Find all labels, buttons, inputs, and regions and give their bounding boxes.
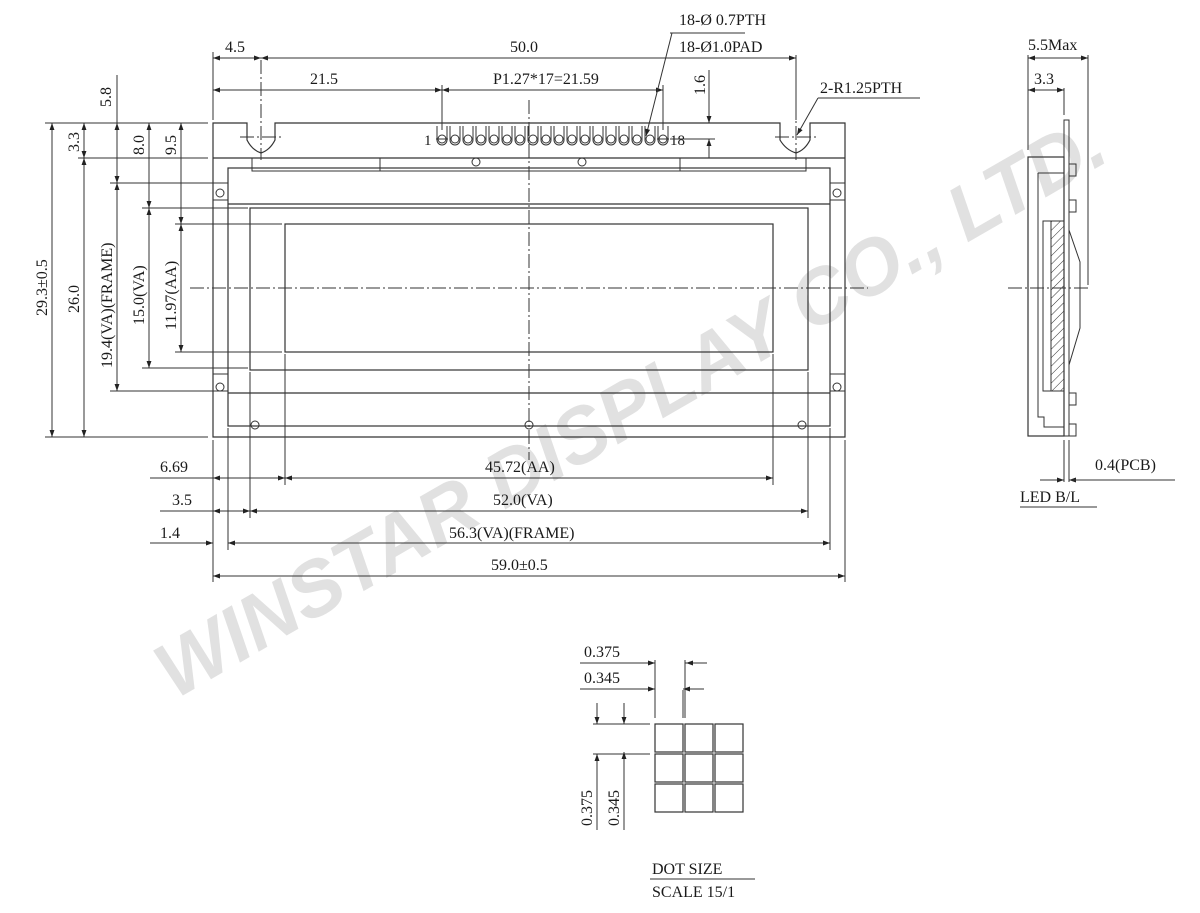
dot-size-detail: 0.375 0.345 0.375 0.345 DOT SIZE: [579, 644, 755, 901]
label-led-backlight: LED B/L: [1020, 489, 1080, 506]
dot-size-scale: SCALE 15/1: [652, 884, 735, 901]
dim-dot-size-y: 0.345: [606, 790, 623, 826]
dim-bottom-frame-offset: 1.4: [160, 525, 180, 542]
dim-hole-pitch-total: 50.0: [510, 39, 538, 56]
dim-total-height: 29.3±0.5: [34, 259, 51, 316]
dim-pcb-body: 26.0: [66, 285, 83, 313]
pin-1-label: 1: [424, 133, 432, 149]
dim-aa-height: 11.97(AA): [163, 261, 180, 330]
dim-body-thickness: 3.3: [1034, 71, 1054, 88]
dim-total-width: 59.0±0.5: [491, 557, 548, 574]
dim-bottom-va-offset: 3.5: [172, 492, 192, 509]
dim-hole-offset: 4.5: [225, 39, 245, 56]
dim-aa-offset: 9.5: [163, 135, 180, 155]
dot-size-title: DOT SIZE: [652, 861, 722, 878]
callout-mount: 2-R1.25PTH: [820, 80, 903, 97]
dim-va-height: 15.0(VA): [131, 265, 148, 325]
dim-va-offset: 8.0: [131, 135, 148, 155]
dim-frame-height: 19.4(VA)(FRAME): [99, 243, 116, 368]
dim-pin-pitch: P1.27*17=21.59: [493, 71, 599, 88]
top-dimensions: 4.5 50.0 21.5 P1.27*17=21.59 1.6 18-Ø 0.…: [212, 12, 920, 158]
dim-max-thickness: 5.5Max: [1028, 37, 1077, 54]
dim-pin-row-height: 1.6: [692, 75, 709, 95]
dim-top-strip: 3.3: [66, 132, 83, 152]
bottom-dimensions: 6.69 45.72(AA) 3.5 52.0(VA) 1.4 56.3(VA)…: [150, 354, 846, 582]
callout-pad: 18-Ø1.0PAD: [679, 39, 762, 56]
pin-18-label: 18: [670, 133, 685, 149]
front-view: 1 18: [190, 60, 868, 460]
watermark: WINSTAR DISPLAY CO., LTD.: [140, 98, 1121, 715]
left-dimensions: 29.3±0.5 26.0 3.3 5.8 19.4(VA)(FRAME) 8.…: [34, 75, 282, 438]
dim-bottom-aa-offset: 6.69: [160, 459, 188, 476]
dim-frame-width: 56.3(VA)(FRAME): [449, 525, 574, 542]
pin-row: 1 18: [424, 126, 685, 149]
side-view: 5.5Max 3.3 0.4(PCB) LED B/L: [1008, 37, 1175, 508]
callout-pth: 18-Ø 0.7PTH: [679, 12, 767, 29]
dim-dot-size-x: 0.345: [584, 670, 620, 687]
dim-pin1-offset: 21.5: [310, 71, 338, 88]
dim-pcb-thickness: 0.4(PCB): [1095, 457, 1156, 474]
dim-dot-pitch-x: 0.375: [584, 644, 620, 661]
dim-aa-width: 45.72(AA): [485, 459, 555, 476]
dim-dot-pitch-y: 0.375: [579, 790, 596, 826]
dim-top-offset: 5.8: [98, 87, 115, 107]
dim-va-width: 52.0(VA): [493, 492, 553, 509]
